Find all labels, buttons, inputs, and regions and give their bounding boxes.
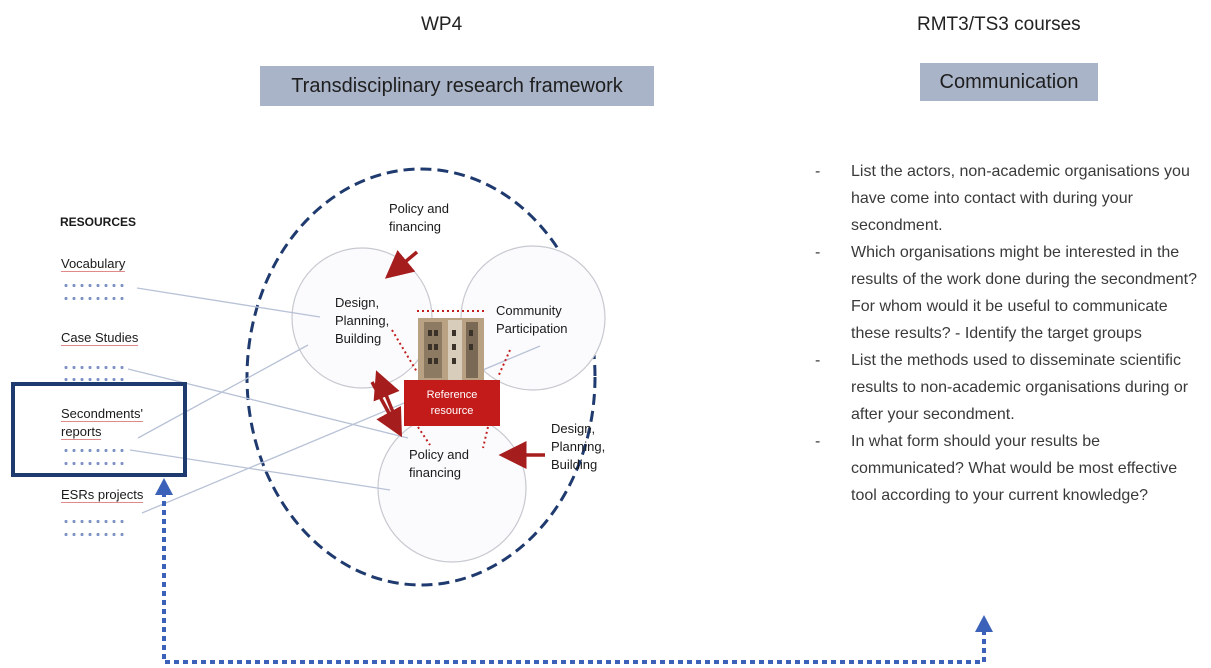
vocabulary-dots-2 xyxy=(62,297,124,300)
esrs-dots-2 xyxy=(62,533,124,536)
policy-label: Policy and financing xyxy=(409,447,469,480)
esrs-dots xyxy=(62,520,124,523)
feedback-loop xyxy=(162,492,986,664)
resource-case-studies-label: Case Studies xyxy=(61,330,139,346)
question-text: In what form should your results be comm… xyxy=(851,433,1178,504)
reference-resource-box xyxy=(404,380,500,426)
question-text: List the actors, non-academic organisati… xyxy=(851,163,1190,234)
question-text: List the methods used to disseminate sci… xyxy=(851,352,1189,423)
question-text: Which organisations might be interested … xyxy=(851,244,1197,342)
arrow-top xyxy=(384,250,419,279)
link-reports-2 xyxy=(129,449,391,491)
resource-secondments: Secondments' reports xyxy=(61,405,143,441)
resource-esrs-label: ESRs projects xyxy=(61,487,144,503)
secondments-dots-2 xyxy=(62,462,124,465)
arrow-down xyxy=(370,381,403,438)
resource-case-studies: Case Studies xyxy=(61,329,139,347)
top-policy-label: Policy and financing xyxy=(389,201,449,234)
resource-vocabulary: Vocabulary xyxy=(61,255,126,273)
right-design-label: Design, Planning, Building xyxy=(551,421,606,472)
question-item: -List the methods used to disseminate sc… xyxy=(815,352,1189,423)
reference-resource-label: Reference resource xyxy=(426,389,478,417)
case-studies-dots xyxy=(62,366,124,369)
secondments-dots xyxy=(62,449,124,452)
question-item: -List the actors, non-academic organisat… xyxy=(815,163,1190,234)
feedback-arrow-left-head xyxy=(155,478,173,495)
design-label: Design, Planning, Building xyxy=(335,295,390,346)
questions-list: -List the actors, non-academic organisat… xyxy=(815,158,1203,509)
link-case-studies xyxy=(127,368,409,439)
secondments-highlight xyxy=(11,382,187,477)
resource-vocabulary-label: Vocabulary xyxy=(61,256,126,272)
case-studies-dots-2 xyxy=(62,378,124,381)
feedback-arrow-right-head xyxy=(975,615,993,632)
vocabulary-dots xyxy=(62,284,124,287)
community-label: Community Participation xyxy=(496,303,568,336)
outer-dashed-circle xyxy=(245,167,597,587)
question-item: -In what form should your results be com… xyxy=(815,433,1178,504)
resources-title: RESOURCES xyxy=(60,215,137,229)
framework-box: Transdisciplinary research framework xyxy=(260,66,654,106)
resource-esrs: ESRs projects xyxy=(61,486,144,504)
link-vocabulary xyxy=(136,287,321,318)
wp4-heading: WP4 xyxy=(421,14,463,35)
resource-secondments-label: Secondments' reports xyxy=(61,406,143,440)
question-item: -Which organisations might be interested… xyxy=(815,244,1197,342)
communication-box: Communication xyxy=(920,63,1098,101)
courses-heading: RMT3/TS3 courses xyxy=(917,14,1081,35)
link-reports xyxy=(137,344,309,439)
